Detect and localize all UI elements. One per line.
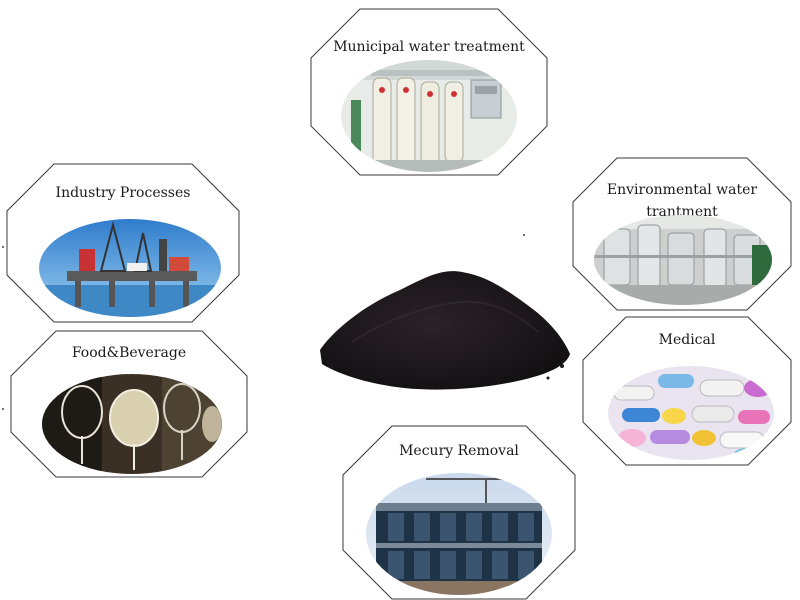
card-title: Medical <box>658 332 716 348</box>
card-title: Industry Processes <box>55 185 191 201</box>
card-title-line1: Environmental water <box>606 182 758 198</box>
card-title: Municipal water treatment <box>333 39 525 55</box>
powder-speck <box>2 246 4 248</box>
powder-speck <box>523 234 525 236</box>
card-environmental-water-treatment: Environmental water trantment <box>572 157 792 311</box>
wine-glasses-photo <box>42 374 222 474</box>
card-municipal-water-treatment: Municipal water treatment <box>310 8 548 176</box>
powder-speck <box>2 408 4 410</box>
water-filtration-photo <box>341 60 517 172</box>
card-medical: Medical <box>582 316 792 466</box>
card-title: Food&Beverage <box>71 345 187 361</box>
card-mercury-removal: Mecury Removal <box>342 425 576 600</box>
treatment-plant-photo <box>594 215 772 305</box>
activated-carbon-powder-image <box>312 262 574 396</box>
card-food-beverage: Food&Beverage <box>10 330 248 478</box>
card-title: Mecury Removal <box>399 443 519 459</box>
industrial-building-photo <box>366 473 552 595</box>
oil-rig-photo <box>39 219 221 317</box>
pills-photo <box>608 366 774 460</box>
card-industry-processes: Industry Processes <box>6 163 240 323</box>
